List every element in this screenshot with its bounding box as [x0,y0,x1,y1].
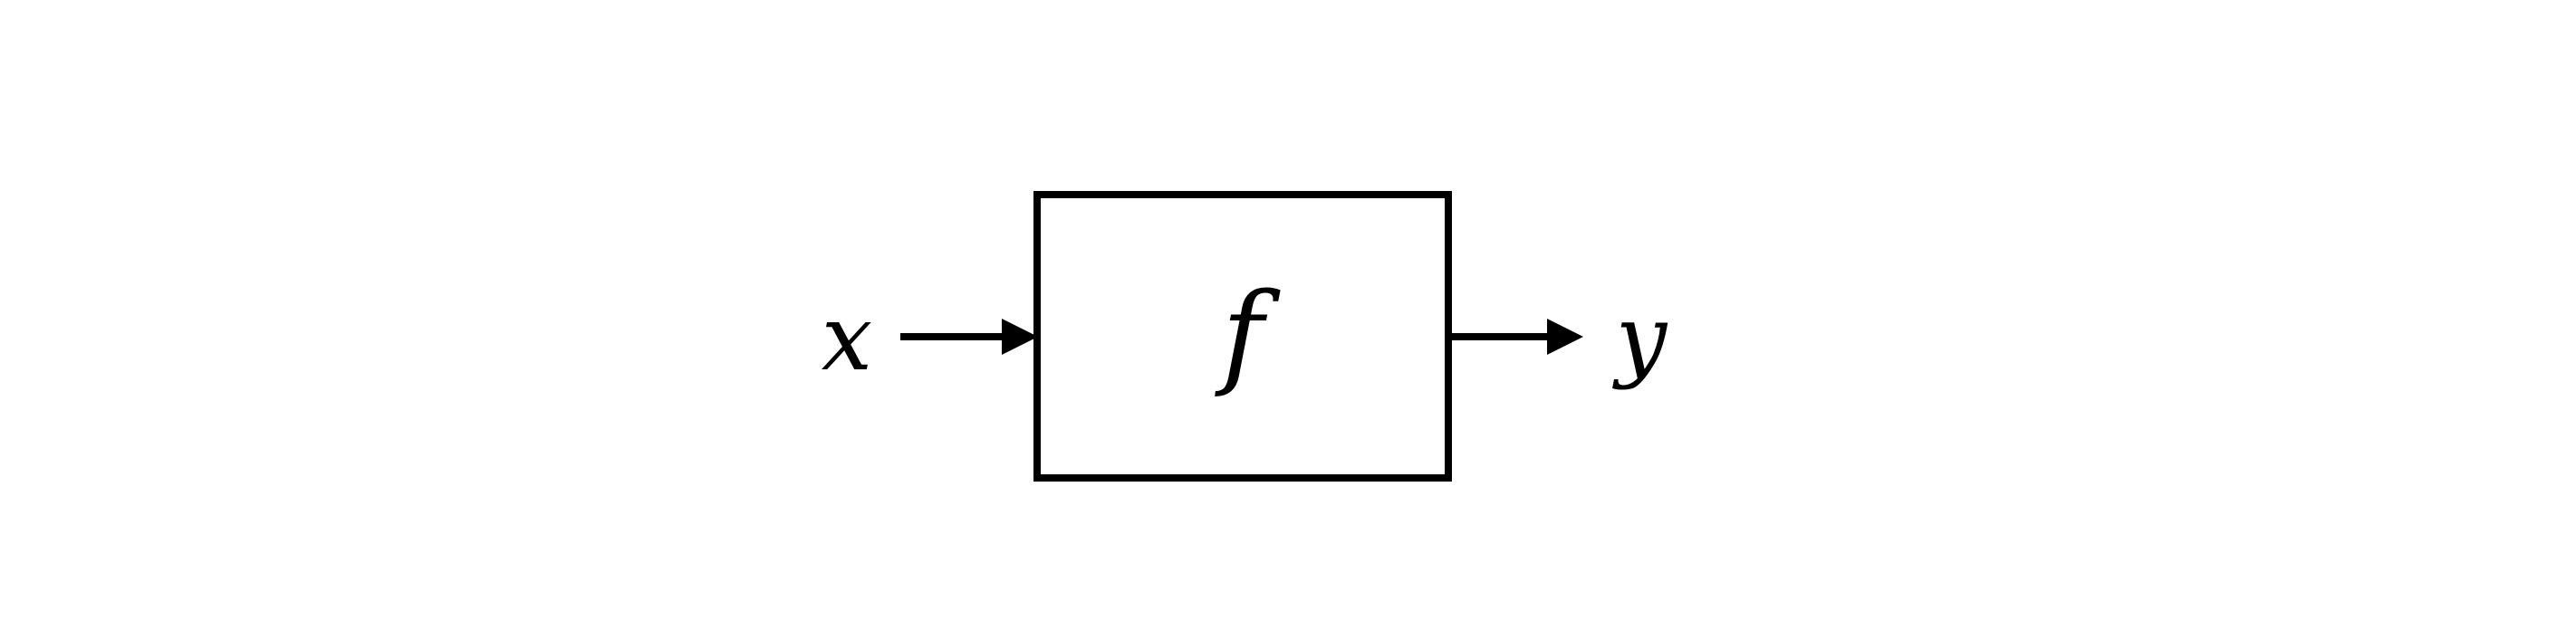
output-arrow [1448,319,1583,355]
output-label: y [1612,285,1668,391]
function-label: f [1215,269,1281,400]
input-label: x [822,285,872,391]
input-arrow [900,319,1038,355]
